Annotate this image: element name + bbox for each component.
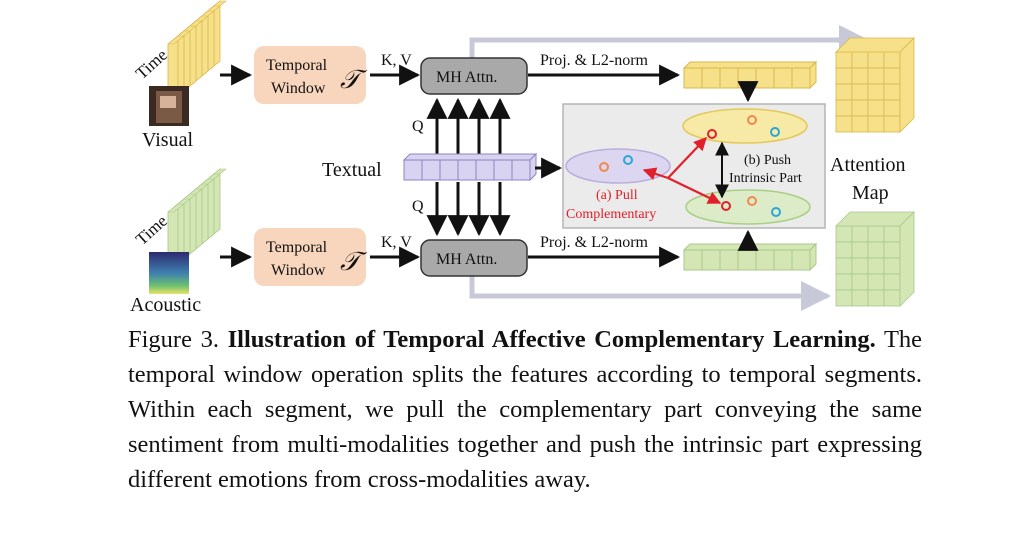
- kv-label-bottom: K, V: [381, 234, 412, 251]
- svg-text:Window: Window: [271, 262, 326, 279]
- mh-attn-bottom: MH Attn.: [420, 239, 528, 277]
- svg-text:Temporal: Temporal: [266, 57, 328, 74]
- attention-map-acoustic: [835, 211, 915, 307]
- query-arrows: [426, 97, 511, 237]
- bypass-arrow-bottom: [469, 272, 831, 311]
- figure-caption: Figure 3. Illustration of Temporal Affec…: [128, 322, 922, 497]
- q-label-top: Q: [412, 118, 424, 135]
- kv-label-top: K, V: [381, 52, 412, 69]
- time-label-bottom: Time: [132, 211, 171, 249]
- attention-map-label-line1: Attention: [830, 154, 906, 176]
- attention-map-visual: [835, 37, 915, 133]
- temporal-window-bottom: Temporal Window 𝒯: [254, 228, 368, 286]
- caption-label: Figure 3.: [128, 326, 219, 353]
- pull-label-line2: Complementary: [566, 207, 656, 222]
- acoustic-label: Acoustic: [130, 294, 201, 316]
- textual-label: Textual: [322, 159, 382, 181]
- svg-text:MH Attn.: MH Attn.: [436, 69, 497, 86]
- acoustic-feature-stack: [149, 168, 227, 294]
- push-label-line2: Intrinsic Part: [729, 171, 802, 186]
- projected-visual-bar: [682, 60, 818, 90]
- q-label-bottom: Q: [412, 198, 424, 215]
- caption-body: The temporal window operation splits the…: [128, 326, 923, 493]
- push-label-line1: (b) Push: [744, 153, 791, 168]
- time-label-top: Time: [132, 45, 171, 83]
- proj-label-top: Proj. & L2-norm: [540, 52, 649, 69]
- visual-label: Visual: [142, 129, 193, 151]
- mh-attn-top: MH Attn.: [420, 57, 528, 95]
- svg-text:MH Attn.: MH Attn.: [436, 251, 497, 268]
- projected-acoustic-bar: [682, 242, 818, 272]
- contrastive-panel: (a) Pull Complementary (b) Push Intrinsi…: [562, 103, 826, 229]
- svg-text:Window: Window: [271, 80, 326, 97]
- caption-title: Illustration of Temporal Affective Compl…: [227, 326, 876, 353]
- bypass-arrow-top: [469, 25, 869, 58]
- visual-feature-stack: [149, 0, 227, 126]
- temporal-window-top: Temporal Window 𝒯: [254, 46, 368, 104]
- textual-feature-bar: [402, 152, 538, 182]
- svg-text:Temporal: Temporal: [266, 239, 328, 256]
- attention-map-label-line2: Map: [852, 182, 889, 204]
- proj-label-bottom: Proj. & L2-norm: [540, 234, 649, 251]
- pull-label-line1: (a) Pull: [596, 188, 638, 203]
- framework-diagram: Time Visual Time Acoustic Temporal Windo…: [130, 0, 915, 316]
